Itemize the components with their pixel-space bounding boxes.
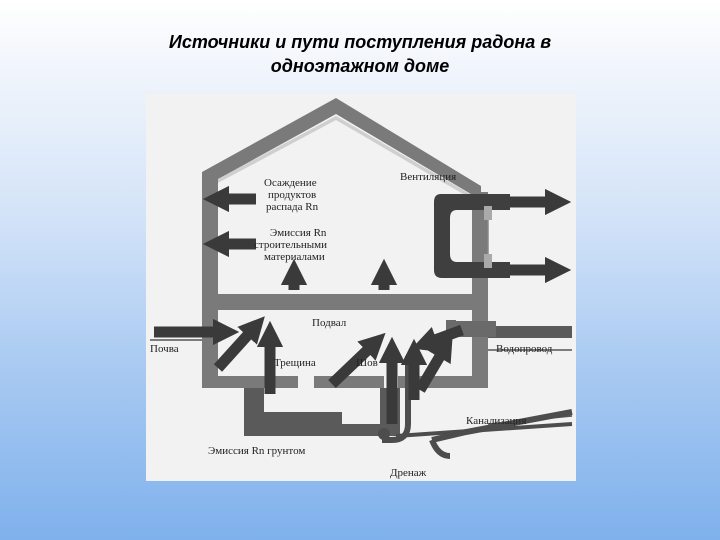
label-deposition-3: распада Rn bbox=[266, 201, 319, 213]
label-deposition-1: Осаждение bbox=[264, 177, 317, 189]
right-wall bbox=[472, 192, 488, 310]
label-drainage: Дренаж bbox=[390, 467, 427, 479]
left-wall bbox=[202, 174, 218, 304]
label-seam: Шов bbox=[356, 357, 378, 369]
page-title: Источники и пути поступления радона в од… bbox=[0, 30, 720, 78]
roof-outer bbox=[202, 98, 481, 200]
title-line-1: Источники и пути поступления радона в bbox=[168, 32, 552, 52]
label-ventilation: Вентиляция bbox=[400, 171, 456, 183]
label-soil: Почва bbox=[150, 343, 179, 355]
sewer-pipe bbox=[395, 422, 573, 438]
radon-diagram: Осаждение продуктов распада Rn Эмиссия R… bbox=[146, 94, 576, 481]
soil-emission-channels bbox=[244, 388, 400, 436]
label-basement: Подвал bbox=[312, 317, 347, 329]
arrow-crack-diagonal bbox=[213, 316, 265, 372]
ventilation-duct bbox=[434, 194, 510, 278]
title-line-2: одноэтажном доме bbox=[270, 56, 450, 76]
diagram-labels: Осаждение продуктов распада Rn Эмиссия R… bbox=[150, 171, 553, 479]
floor-slab bbox=[202, 294, 488, 310]
label-emission-materials-1: Эмиссия Rn bbox=[270, 227, 327, 239]
arrow-seam-right bbox=[415, 334, 453, 393]
basement-left-wall bbox=[202, 310, 218, 384]
radon-diagram-svg: Осаждение продуктов распада Rn Эмиссия R… bbox=[150, 98, 573, 479]
label-emission-materials-3: материалами bbox=[264, 251, 325, 263]
foundation-left bbox=[202, 376, 298, 388]
label-deposition-2: продуктов bbox=[268, 189, 316, 201]
foundation-mid bbox=[314, 376, 384, 388]
arrow-water-supply bbox=[411, 324, 464, 352]
drain-trap bbox=[378, 428, 390, 440]
label-sewer: Канализация bbox=[466, 415, 526, 427]
label-crack: Трещина bbox=[274, 357, 316, 369]
water-supply-pipe bbox=[446, 320, 572, 338]
label-water-supply: Водопровод bbox=[496, 343, 553, 355]
label-soil-emission: Эмиссия Rn грунтом bbox=[208, 445, 305, 457]
radon-arrows bbox=[154, 185, 572, 424]
label-emission-materials-2: строительными bbox=[254, 239, 327, 251]
arrow-seam-diagonal bbox=[328, 332, 386, 388]
